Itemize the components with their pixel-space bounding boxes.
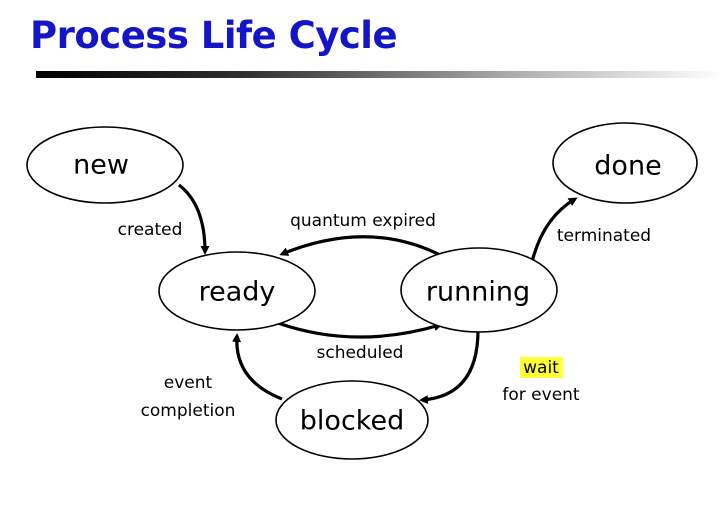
state-done: done	[552, 122, 698, 204]
label-completion: completion	[141, 401, 236, 421]
state-running-label: running	[426, 277, 530, 308]
label-terminated: terminated	[557, 226, 651, 246]
edge-terminated	[530, 197, 578, 263]
state-done-label: done	[594, 151, 661, 182]
label-quantum-expired: quantum expired	[290, 211, 436, 231]
label-event: event	[164, 373, 213, 393]
wait-highlight	[520, 357, 563, 378]
label-created: created	[118, 220, 183, 240]
state-ready: ready	[158, 251, 316, 331]
label-scheduled: scheduled	[317, 343, 404, 363]
edge-created	[177, 183, 210, 255]
state-new-label: new	[73, 150, 129, 181]
edge-quantum-expired	[279, 235, 445, 259]
title-underline	[36, 71, 722, 78]
slide-title: Process Life Cycle	[30, 14, 398, 57]
state-ready-label: ready	[199, 277, 276, 308]
state-new: new	[26, 126, 184, 204]
edge-scheduled	[277, 321, 443, 339]
edge-wait-for-event	[419, 329, 480, 405]
label-wait: wait	[523, 358, 559, 378]
state-running: running	[400, 247, 558, 333]
state-blocked-label: blocked	[300, 406, 404, 437]
edge-event-completion	[232, 333, 283, 401]
label-for-event: for event	[502, 385, 580, 405]
state-blocked: blocked	[275, 380, 429, 460]
